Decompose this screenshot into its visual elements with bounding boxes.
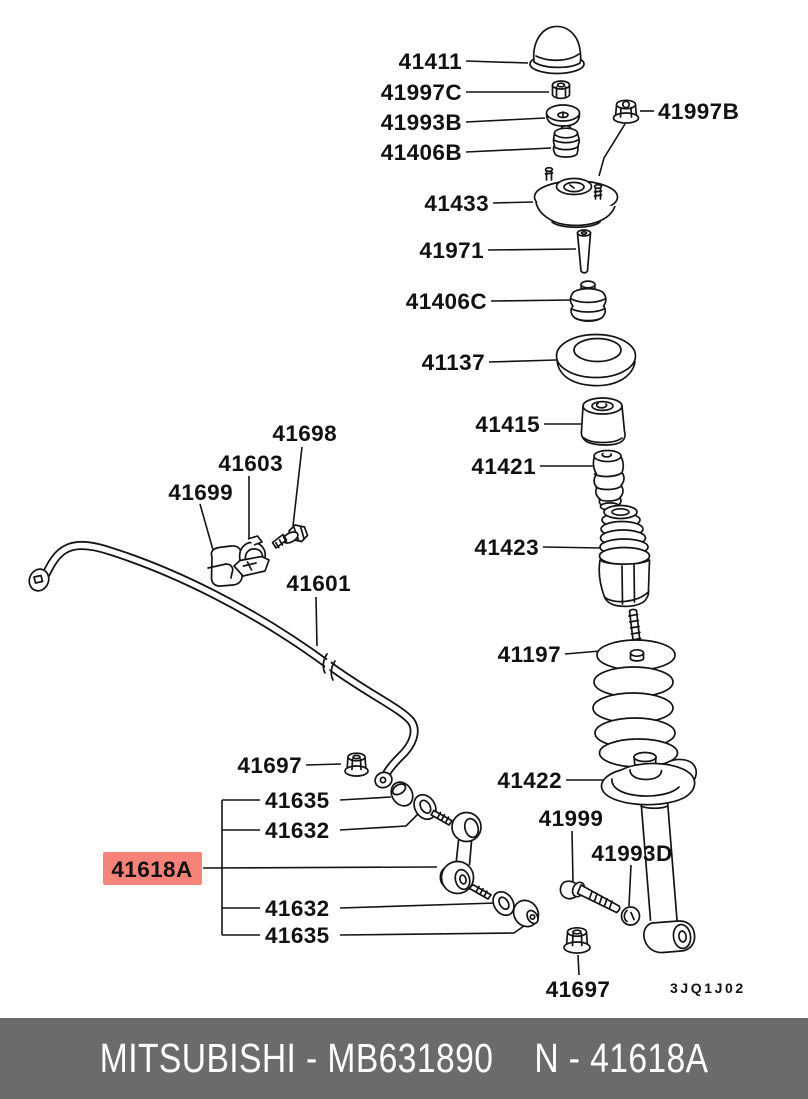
part-dust-boot-41423 <box>598 504 651 608</box>
link-stud-top <box>430 809 453 826</box>
part-nut-41697-bottom <box>563 926 591 954</box>
footer-reference-number: N - 41618A <box>534 1035 709 1081</box>
leader-41699 <box>199 503 214 551</box>
link-stud-bottom <box>468 883 492 900</box>
highlight-box <box>103 852 202 885</box>
leader-41999 <box>571 830 574 884</box>
label-41421: 41421 <box>471 454 536 479</box>
leader-41601 <box>315 596 318 647</box>
label-41997C: 41997C <box>381 80 462 105</box>
leader-41697-left <box>305 763 342 766</box>
leader-41997B-to-mount <box>598 123 626 177</box>
part-nut-41997C <box>551 80 571 100</box>
leader-41423 <box>542 546 603 549</box>
mount-stud-right <box>593 183 603 200</box>
leader-41697-bottom <box>577 954 580 976</box>
part-bump-rubber-41406B <box>552 124 581 158</box>
part-bushing-41415 <box>580 397 626 446</box>
label-41618A: 41618A <box>111 857 192 882</box>
link-lower-housing <box>440 860 475 895</box>
part-coil-spring-41197 <box>592 608 679 768</box>
part-link-assembly-41618A <box>390 781 540 928</box>
label-41433: 41433 <box>424 191 489 216</box>
label-41999: 41999 <box>539 806 604 831</box>
part-cap-41411 <box>529 25 585 75</box>
leader-41618A <box>202 866 438 869</box>
bar-break-mark <box>322 653 328 674</box>
highlighted-label-41618A: 41618A <box>103 852 202 885</box>
leader-41406B <box>465 147 552 153</box>
leader-lines <box>199 60 654 976</box>
leader-41971 <box>487 248 577 251</box>
leader-41993B <box>465 117 546 123</box>
label-41993D: 41993D <box>591 841 672 866</box>
footer-bar: MITSUBISHI - MB631890 N - 41618A <box>0 1018 808 1099</box>
link-washer-41632-top <box>413 793 437 821</box>
exploded-suspension-diagram: 41411 41997C 41993B 41406B 41997B 41433 … <box>28 25 746 1002</box>
part-spacer-41971 <box>576 229 592 274</box>
link-washer-41632-bottom <box>492 890 515 917</box>
part-strut-mount-41433 <box>533 166 619 229</box>
part-bolt-41999 <box>559 880 621 914</box>
label-41993B: 41993B <box>381 110 462 135</box>
label-41698: 41698 <box>272 421 337 446</box>
leader-41197 <box>564 650 601 655</box>
diagram-code: 3JQ1J02 <box>670 980 746 996</box>
leader-41993D <box>628 864 632 907</box>
label-41423: 41423 <box>474 535 539 560</box>
label-41635-top: 41635 <box>265 788 330 813</box>
label-41601: 41601 <box>286 571 351 596</box>
part-stabilizer-bar-41601 <box>28 540 419 789</box>
part-bump-stop-41406C <box>569 280 607 323</box>
label-41406B: 41406B <box>381 140 462 165</box>
part-bolt-41698 <box>271 524 309 549</box>
leader-41433 <box>492 201 534 204</box>
part-spring-seat-rubber-41137 <box>555 333 637 387</box>
leader-41137 <box>488 359 557 363</box>
shock-spring-seat <box>600 751 698 806</box>
spring-rod-nut <box>629 648 645 662</box>
link-parts-bracket <box>202 796 532 936</box>
label-41635-bottom: 41635 <box>265 923 330 948</box>
mount-stud-left <box>544 166 554 181</box>
leader-41411 <box>465 60 529 64</box>
link-bushing-41635-top <box>390 781 414 807</box>
label-41697-left: 41697 <box>237 753 302 778</box>
part-shock-absorber-41422 <box>600 751 698 954</box>
label-41415: 41415 <box>475 412 540 437</box>
link-upper-housing <box>451 811 482 843</box>
label-41411: 41411 <box>399 49 462 74</box>
part-nut-41697-left <box>344 752 369 777</box>
label-41197: 41197 <box>498 642 561 667</box>
part-washer-41993D <box>620 906 641 926</box>
part-bump-stopper-41421 <box>592 449 625 511</box>
label-41137: 41137 <box>422 350 485 375</box>
shock-lower-eye <box>642 920 696 954</box>
label-41603: 41603 <box>218 451 283 476</box>
label-41422: 41422 <box>497 768 562 793</box>
bar-break-mark <box>330 660 336 681</box>
label-41632-top: 41632 <box>265 818 330 843</box>
labels: 41411 41997C 41993B 41406B 41997B 41433 … <box>103 49 746 1002</box>
label-41997B: 41997B <box>658 99 739 124</box>
bar-left-eye <box>28 568 50 592</box>
label-41406C: 41406C <box>406 289 487 314</box>
bar-right-eye <box>374 771 393 789</box>
label-41697-bottom: 41697 <box>546 977 611 1002</box>
leader-41698 <box>292 446 303 527</box>
part-nut-41997B <box>612 99 640 124</box>
label-41632-bottom: 41632 <box>265 896 330 921</box>
link-rod <box>455 839 460 865</box>
link-bushing-41635-bottom <box>512 899 540 928</box>
part-washer-41993B <box>545 104 581 127</box>
label-41699: 41699 <box>168 480 233 505</box>
part-clamp-41603 <box>233 535 270 577</box>
footer-text: MITSUBISHI - MB631890 N - 41618A <box>100 1035 709 1082</box>
footer-brand-partnumber: MITSUBISHI - MB631890 <box>99 1035 494 1081</box>
label-41971: 41971 <box>419 238 484 263</box>
leader-41406C <box>490 299 573 302</box>
